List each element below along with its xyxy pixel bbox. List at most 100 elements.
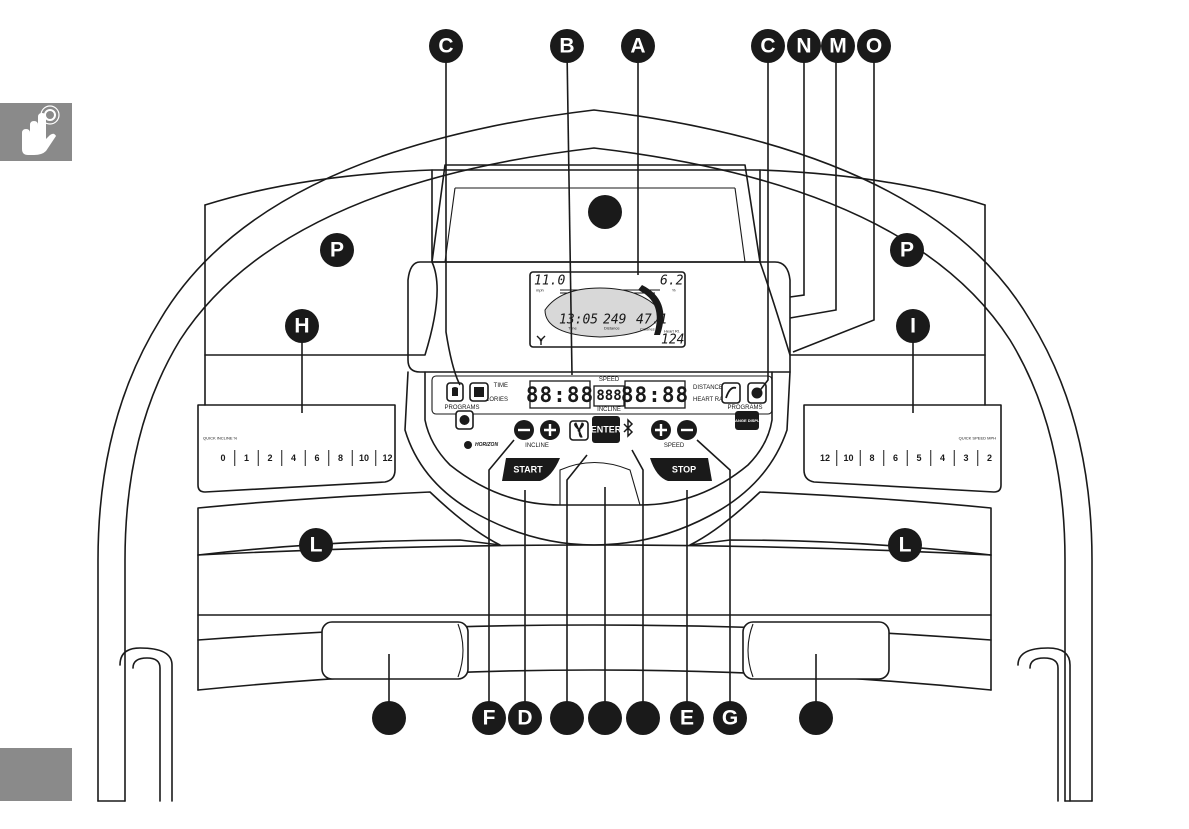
label-speed: SPEED xyxy=(599,377,620,383)
callout-bottom-4 xyxy=(550,701,584,735)
svg-text:L: L xyxy=(899,534,912,557)
callout-top-c1: C xyxy=(429,29,463,63)
label-heart-rate: HEART RATE xyxy=(693,397,730,403)
incline-up-button[interactable] xyxy=(540,420,560,440)
svg-text:P: P xyxy=(330,239,344,262)
quick-speed-key-6[interactable]: 6 xyxy=(893,453,898,463)
svg-text:A: A xyxy=(630,35,645,58)
control-keys: INCLINE ENTER xyxy=(464,416,712,481)
callout-h: H xyxy=(285,309,319,343)
label-programs-right: PROGRAMS xyxy=(727,405,762,411)
quick-speed-key-3[interactable]: 3 xyxy=(963,453,968,463)
callout-top-a: A xyxy=(621,29,655,63)
hand-grips xyxy=(321,621,890,680)
enter-label: ENTER xyxy=(591,425,622,435)
quick-incline-key-10[interactable]: 10 xyxy=(359,453,369,463)
svg-text:E: E xyxy=(680,707,694,730)
fan-small-icon xyxy=(536,335,546,345)
quick-incline-key-8[interactable]: 8 xyxy=(338,453,343,463)
lcd-hr-value: 124 xyxy=(661,333,684,348)
speed-up-button[interactable] xyxy=(651,420,671,440)
stop-button[interactable]: STOP xyxy=(650,458,712,481)
quick-speed-key-12[interactable]: 12 xyxy=(820,453,830,463)
callout-i: I xyxy=(896,309,930,343)
svg-text:C: C xyxy=(760,35,775,58)
callout-bottom-d: D xyxy=(508,701,542,735)
svg-text:M: M xyxy=(829,35,847,58)
callout-bottom-6 xyxy=(626,701,660,735)
lcd-distance-value: 249 xyxy=(603,313,626,328)
lcd-calories-unit: Calories xyxy=(640,327,655,332)
quick-incline-key-0[interactable]: 0 xyxy=(220,453,225,463)
svg-text:N: N xyxy=(796,35,811,58)
side-panels xyxy=(197,204,1002,493)
change-display-label: CHANGE DISPLAY xyxy=(729,418,765,423)
callout-top-b: B xyxy=(550,29,584,63)
label-calories: CALORIES xyxy=(478,397,508,403)
label-distance: DISTANCE xyxy=(693,385,723,391)
segment-display-center: 888 xyxy=(596,388,621,404)
preset-program-button[interactable] xyxy=(469,382,489,402)
lcd-time-value: 13:05 xyxy=(559,313,598,328)
svg-text:B: B xyxy=(559,35,574,58)
quick-speed-key-8[interactable]: 8 xyxy=(869,453,874,463)
callout-top-o: O xyxy=(857,29,891,63)
quick-speed-key-4[interactable]: 4 xyxy=(940,453,945,463)
segment-display-right: 88:88 xyxy=(621,383,689,407)
callout-bottom-e: E xyxy=(670,701,704,735)
display-row: 88:88 888 88:88 TIME CALORIES SPEED INCL… xyxy=(431,375,773,415)
side-tab-bottom xyxy=(0,748,72,801)
right-hand-grip xyxy=(742,621,890,680)
svg-text:H: H xyxy=(294,315,309,338)
lcd-top-right-unit: % xyxy=(672,288,676,293)
callout-l-right: L xyxy=(888,528,922,562)
label-time: TIME xyxy=(494,383,508,389)
svg-text:I: I xyxy=(910,315,916,338)
quick-incline-key-1[interactable]: 1 xyxy=(244,453,249,463)
left-hand-grip xyxy=(321,621,469,680)
change-display-button[interactable]: CHANGE DISPLAY xyxy=(729,411,765,430)
hill-program-button[interactable] xyxy=(721,382,741,404)
incline-key-label: INCLINE xyxy=(525,443,549,449)
callout-top-n: N xyxy=(787,29,821,63)
touch-hand-icon xyxy=(22,105,60,155)
label-programs-left: PROGRAMS xyxy=(444,405,479,411)
bluetooth-indicator xyxy=(623,418,634,438)
lcd-time-unit: Time xyxy=(568,326,578,331)
quick-speed-key-2[interactable]: 2 xyxy=(987,453,992,463)
quick-incline-key-6[interactable]: 6 xyxy=(314,453,319,463)
program-buttons: CHANGE DISPLAY xyxy=(446,382,767,430)
svg-text:O: O xyxy=(866,35,882,58)
quick-incline-key-12[interactable]: 12 xyxy=(382,453,392,463)
quick-incline-key-4[interactable]: 4 xyxy=(291,453,296,463)
fan-button[interactable] xyxy=(569,420,589,441)
quick-incline-key-2[interactable]: 2 xyxy=(267,453,272,463)
handlebar-frame xyxy=(97,109,1093,802)
lcd-calories-value: 47.1 xyxy=(636,313,667,328)
lcd-top-right-value: 6.2 xyxy=(660,274,684,289)
incline-down-button[interactable] xyxy=(514,420,534,440)
start-button[interactable]: START xyxy=(502,458,560,481)
lcd-window: 11.0 mph 6.2 % 13:05 Time 249 Distance 4… xyxy=(529,271,686,348)
side-tab-top xyxy=(0,103,72,161)
lcd-top-left-unit: mph xyxy=(536,288,544,293)
brand-name: HORIZON xyxy=(475,442,498,448)
stopwatch-program-button[interactable] xyxy=(455,410,474,430)
segment-display-left: 88:88 xyxy=(526,383,594,407)
enter-button[interactable]: ENTER xyxy=(591,416,622,443)
lcd-distance-unit: Distance xyxy=(604,326,620,331)
callout-l-left: L xyxy=(299,528,333,562)
stop-label: STOP xyxy=(672,465,696,475)
manual-program-button[interactable] xyxy=(446,382,464,402)
bluetooth-icon xyxy=(623,418,634,438)
speed-down-button[interactable] xyxy=(677,420,697,440)
callout-bottom-5 xyxy=(588,701,622,735)
speed-key-label: SPEED xyxy=(664,443,685,449)
svg-text:C: C xyxy=(438,35,453,58)
quick-speed-key-5[interactable]: 5 xyxy=(916,453,921,463)
quick-speed-key-10[interactable]: 10 xyxy=(843,453,853,463)
